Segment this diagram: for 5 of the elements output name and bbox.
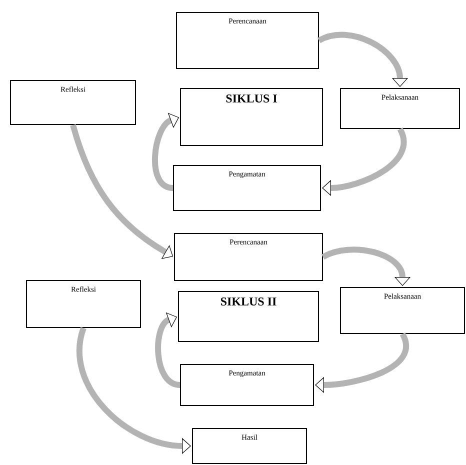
curved-arrow xyxy=(318,32,408,87)
process-box: SIKLUS II xyxy=(178,290,319,342)
process-box: SIKLUS I xyxy=(180,88,323,146)
curved-arrow xyxy=(70,124,174,259)
curved-arrow xyxy=(322,246,411,286)
